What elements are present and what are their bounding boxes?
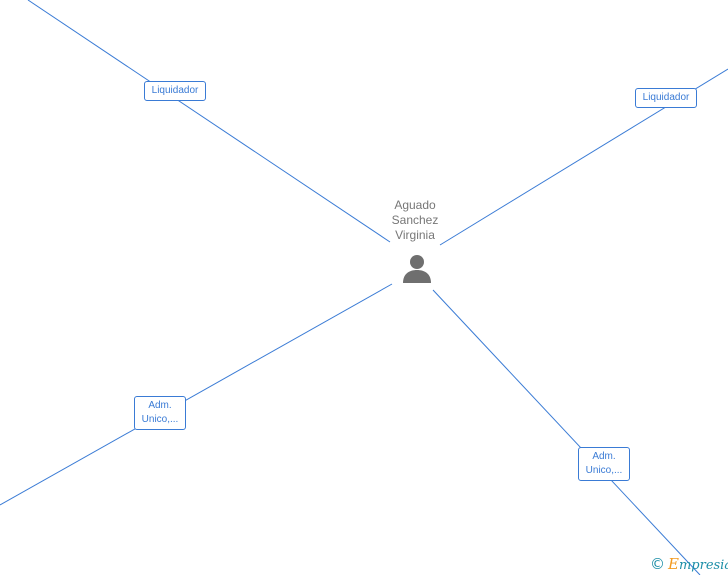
brand-logo: Empresia	[668, 555, 728, 573]
empresia-watermark: © Empresia	[650, 555, 728, 573]
person-name-line-2: Sanchez	[391, 213, 439, 227]
role-label-line-1: Adm.	[592, 451, 616, 462]
role-label: Liquidador	[642, 92, 690, 103]
person-name-line-3: Virginia	[395, 228, 435, 242]
role-label-line-1: Adm.	[148, 400, 172, 411]
role-label-line-2: Unico,...	[141, 414, 179, 425]
copyright-icon: ©	[650, 555, 665, 573]
person-icon[interactable]	[401, 253, 433, 285]
person-name-label[interactable]: Aguado Sanchez Virginia	[375, 198, 455, 243]
role-box-adm-unico[interactable]: Adm. Unico,...	[578, 447, 630, 481]
edge-to-adm-unico-2	[432, 289, 701, 575]
role-box-adm-unico[interactable]: Adm. Unico,...	[134, 396, 186, 430]
role-label: Liquidador	[151, 85, 199, 96]
role-box-liquidador[interactable]: Liquidador	[144, 81, 206, 101]
role-box-liquidador[interactable]: Liquidador	[635, 88, 697, 108]
edge-to-adm-unico-1	[0, 283, 393, 506]
role-label-line-2: Unico,...	[585, 465, 623, 476]
person-name-line-1: Aguado	[394, 198, 436, 212]
edge-to-liquidador-1	[27, 0, 391, 243]
